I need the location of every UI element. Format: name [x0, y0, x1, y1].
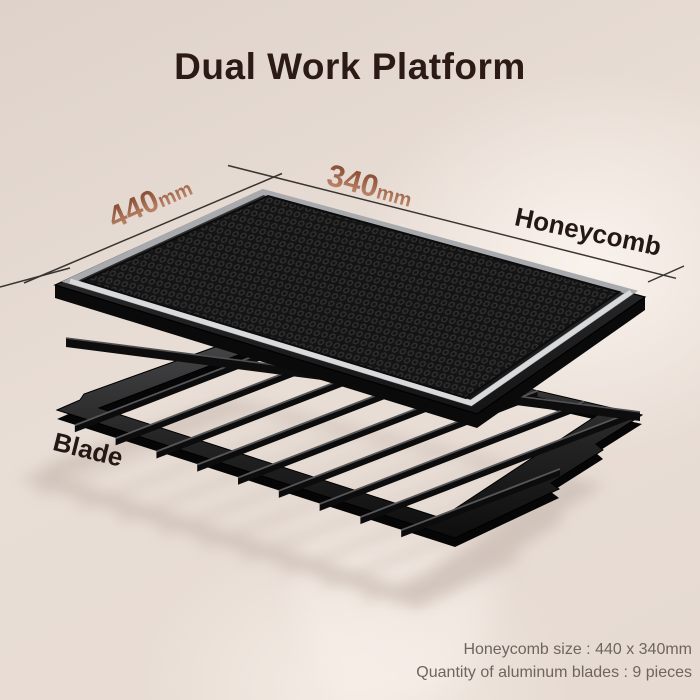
dimension-unit-340: mm: [373, 181, 414, 212]
honeycomb-panel: [53, 188, 647, 428]
dim-line-340: [227, 164, 677, 280]
dim-tick-440: [0, 267, 71, 288]
spec-line-honeycomb-size: Honeycomb size : 440 x 340mm: [463, 640, 692, 658]
dimension-lines: [0, 164, 685, 288]
dim-tick-340: [647, 265, 685, 283]
page-title: Dual Work Platform: [174, 46, 526, 87]
spec-line-blade-quantity: Quantity of aluminum blades : 9 pieces: [416, 663, 692, 681]
dim-line-440: [23, 172, 283, 284]
spec-text-block: Honeycomb size : 440 x 340mm Quantity of…: [416, 638, 692, 684]
